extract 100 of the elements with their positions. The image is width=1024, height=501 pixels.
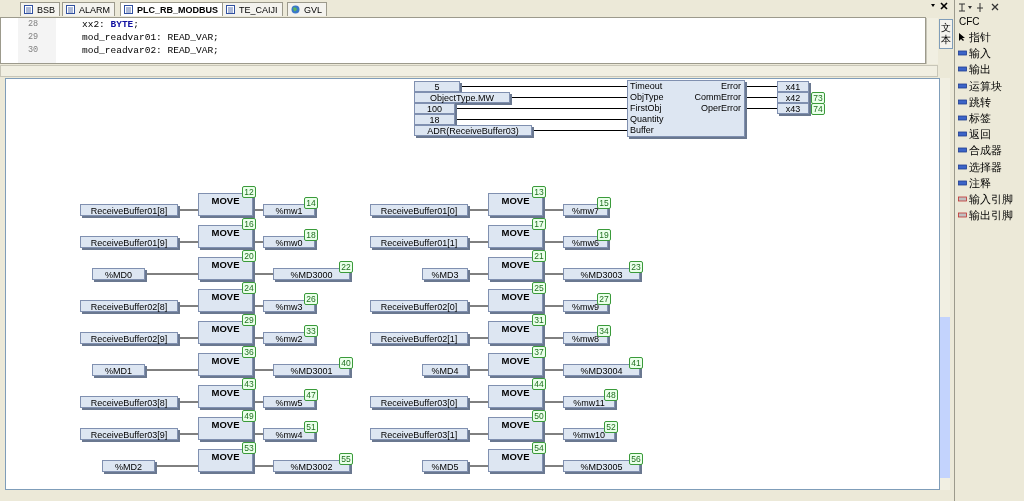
wire	[467, 433, 489, 435]
wire	[177, 241, 199, 243]
wire	[542, 273, 564, 275]
line-number: 28	[28, 19, 39, 29]
order-number: 20	[242, 250, 256, 262]
tab: TE_CAIJI	[222, 2, 283, 16]
order-number: 73	[811, 92, 825, 104]
order-number: 14	[304, 197, 318, 209]
order-number: 49	[242, 410, 256, 422]
order-number: 51	[304, 421, 318, 433]
wire	[454, 119, 628, 120]
order-number: 47	[304, 389, 318, 401]
wire	[252, 209, 264, 211]
wire	[177, 209, 199, 211]
order-number: 16	[242, 218, 256, 230]
input-variable: ReceiveBuffer01[0]	[370, 204, 468, 216]
wire	[531, 130, 628, 131]
wire	[252, 433, 264, 435]
output-variable: x41	[777, 81, 809, 92]
wire	[542, 337, 564, 339]
wire	[252, 465, 274, 467]
pin-label: Buffer	[630, 125, 654, 136]
order-number: 26	[304, 293, 318, 305]
order-number: 31	[532, 314, 546, 326]
wire	[542, 401, 564, 403]
wire	[177, 305, 199, 307]
line-number: 30	[28, 45, 39, 55]
tool-label: 输入引脚	[969, 192, 1013, 207]
input-variable: ReceiveBuffer02[9]	[80, 332, 178, 344]
tab: GVL	[287, 2, 327, 16]
order-number: 17	[532, 218, 546, 230]
tool-label: 选择器	[969, 159, 1002, 175]
wire	[542, 433, 564, 435]
input-variable: %MD1	[92, 364, 145, 376]
tool-label: 指针	[969, 30, 991, 45]
wire	[542, 305, 564, 307]
code-line: xx2: BYTE;	[82, 19, 140, 30]
order-number: 22	[339, 261, 353, 273]
input-variable: ReceiveBuffer03[1]	[370, 428, 468, 440]
pin-label: Quantity	[630, 114, 664, 125]
code-line: mod_readvar01: READ_VAR;	[82, 32, 219, 43]
input-variable: ADR(ReceiveBuffer03)	[414, 125, 532, 136]
order-number: 48	[604, 389, 618, 401]
panel-title: CFC	[959, 16, 980, 27]
order-number: 27	[597, 293, 611, 305]
order-number: 29	[242, 314, 256, 326]
order-number: 24	[242, 282, 256, 294]
wire	[459, 86, 628, 87]
wire	[177, 401, 199, 403]
input-variable: %MD5	[422, 460, 468, 472]
input-variable: ReceiveBuffer03[0]	[370, 396, 468, 408]
wire	[252, 273, 274, 275]
wire	[542, 465, 564, 467]
input-variable: ReceiveBuffer03[9]	[80, 428, 178, 440]
wire	[744, 108, 778, 109]
tool-label: 输入	[969, 46, 991, 62]
tool-label: 运算块	[969, 78, 1002, 94]
wire	[252, 401, 264, 403]
order-number: 15	[597, 197, 611, 209]
input-variable: ReceiveBuffer03[8]	[80, 396, 178, 408]
input-variable: %MD4	[422, 364, 468, 376]
wire	[467, 273, 489, 275]
wire	[467, 241, 489, 243]
input-variable: 100	[414, 103, 455, 114]
wire	[467, 465, 489, 467]
order-number: 25	[532, 282, 546, 294]
code-line: mod_readvar02: READ_VAR;	[82, 45, 219, 56]
side-tab: 文本	[939, 19, 953, 49]
order-number: 55	[339, 453, 353, 465]
output-variable: x42	[777, 92, 809, 103]
tool-label: 标签	[969, 111, 991, 126]
input-variable: 5	[414, 81, 460, 92]
wire	[144, 369, 199, 371]
wire	[177, 433, 199, 435]
wire	[154, 465, 199, 467]
order-number: 41	[629, 357, 643, 369]
order-number: 43	[242, 378, 256, 390]
order-number: 13	[532, 186, 546, 198]
pin-label: CommError	[694, 92, 741, 103]
wire	[467, 369, 489, 371]
pin-label: ObjType	[630, 92, 664, 103]
wire	[467, 401, 489, 403]
order-number: 52	[604, 421, 618, 433]
wire	[454, 108, 628, 109]
order-number: 36	[242, 346, 256, 358]
input-variable: ReceiveBuffer01[9]	[80, 236, 178, 248]
function-block	[627, 80, 745, 137]
input-variable: %MD3	[422, 268, 468, 280]
tool-label: 输出	[969, 62, 991, 78]
input-variable: ReceiveBuffer01[8]	[80, 204, 178, 216]
order-number: 56	[629, 453, 643, 465]
wire	[542, 209, 564, 211]
order-number: 50	[532, 410, 546, 422]
tool-label: 跳转	[969, 94, 991, 110]
wire	[144, 273, 199, 275]
tool-label: 合成器	[969, 143, 1002, 159]
wire	[467, 305, 489, 307]
pin-label: FirstObj	[630, 103, 662, 114]
order-number: 18	[304, 229, 318, 241]
wire	[542, 369, 564, 371]
